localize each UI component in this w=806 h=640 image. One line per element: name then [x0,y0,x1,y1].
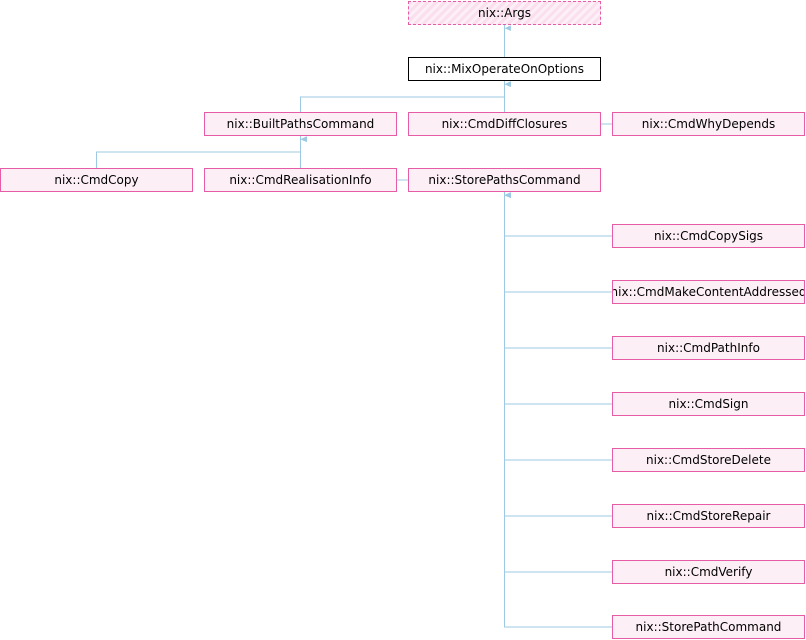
edge-built_paths_command-to-mix_operate_on_options [300,81,511,112]
edge-cmd_path_info-to-store_paths_command [504,192,612,349]
node-nix-cmd-why-depends[interactable]: nix::CmdWhyDepends [612,112,805,136]
edge-store_path_command-to-store_paths_command [504,192,612,628]
node-nix-cmd-store-delete[interactable]: nix::CmdStoreDelete [612,448,805,472]
node-nix-cmd-realisation-info[interactable]: nix::CmdRealisationInfo [204,168,397,192]
node-nix-cmd-make-content-addressed[interactable]: nix::CmdMakeContentAddressed [612,280,805,304]
node-nix-cmd-copy-sigs[interactable]: nix::CmdCopySigs [612,224,805,248]
edge-cmd_verify-to-store_paths_command [504,192,612,573]
edge-cmd_copy-to-built_paths_command [96,136,307,168]
node-nix-args[interactable]: nix::Args [408,1,601,25]
node-nix-cmd-path-info[interactable]: nix::CmdPathInfo [612,336,805,360]
edge-cmd_store_delete-to-store_paths_command [504,192,612,461]
node-nix-cmd-store-repair[interactable]: nix::CmdStoreRepair [612,504,805,528]
edge-cmd_make_content_addressed-to-store_paths_command [504,192,612,293]
node-nix-cmd-verify[interactable]: nix::CmdVerify [612,560,805,584]
edge-cmd_store_repair-to-store_paths_command [504,192,612,517]
node-nix-mix-operate-on-options[interactable]: nix::MixOperateOnOptions [408,57,601,81]
edge-cmd_copy_sigs-to-store_paths_command [504,192,612,237]
node-nix-cmd-sign[interactable]: nix::CmdSign [612,392,805,416]
node-nix-cmd-diff-closures[interactable]: nix::CmdDiffClosures [408,112,601,136]
node-nix-store-path-command[interactable]: nix::StorePathCommand [612,615,805,639]
node-nix-store-paths-command[interactable]: nix::StorePathsCommand [408,168,601,192]
node-nix-cmd-copy[interactable]: nix::CmdCopy [0,168,193,192]
node-nix-built-paths-command[interactable]: nix::BuiltPathsCommand [204,112,397,136]
edge-cmd_sign-to-store_paths_command [504,192,612,405]
